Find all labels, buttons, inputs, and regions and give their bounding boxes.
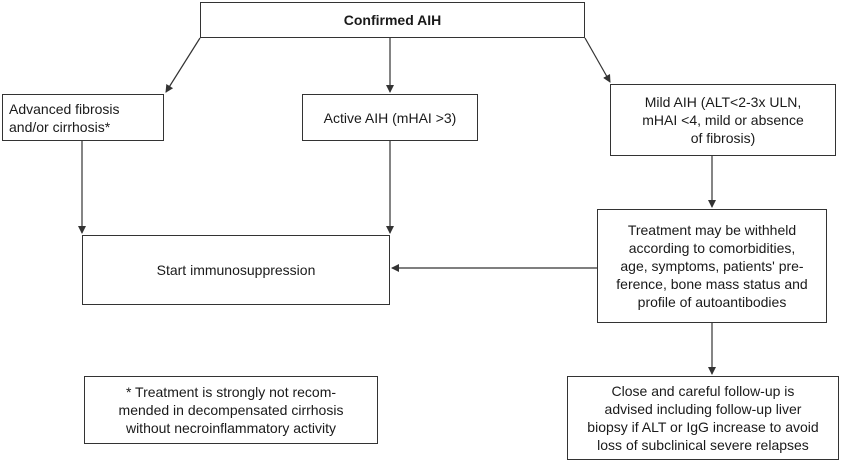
node-treatment-withheld-label: Treatment may be withheld according to c… xyxy=(616,222,808,310)
node-advanced-fibrosis-label: Advanced fibrosis and/or cirrhosis* xyxy=(9,100,120,135)
node-mild-aih-label: Mild AIH (ALT<2-3x ULN, mHAI <4, mild or… xyxy=(642,94,804,146)
node-active-aih-label: Active AIH (mHAI >3) xyxy=(323,109,457,126)
node-confirmed-aih: Confirmed AIH xyxy=(200,2,585,38)
node-close-followup: Close and careful follow-up is advised i… xyxy=(567,376,839,460)
node-advanced-fibrosis: Advanced fibrosis and/or cirrhosis* xyxy=(2,94,164,141)
node-start-immunosuppression: Start immunosuppression xyxy=(82,235,390,305)
node-active-aih: Active AIH (mHAI >3) xyxy=(302,94,478,141)
node-confirmed-aih-label: Confirmed AIH xyxy=(343,12,442,28)
node-mild-aih: Mild AIH (ALT<2-3x ULN, mHAI <4, mild or… xyxy=(610,84,836,156)
node-treatment-withheld: Treatment may be withheld according to c… xyxy=(597,209,827,323)
arrow-confirmed-to-mild xyxy=(584,37,611,83)
arrow-confirmed-to-advanced xyxy=(165,37,201,93)
node-close-followup-label: Close and careful follow-up is advised i… xyxy=(587,383,819,453)
footnote-box: * Treatment is strongly not recom- mende… xyxy=(84,376,378,444)
node-start-immunosuppression-label: Start immunosuppression xyxy=(156,262,316,278)
footnote-text: * Treatment is strongly not recom- mende… xyxy=(118,384,344,436)
